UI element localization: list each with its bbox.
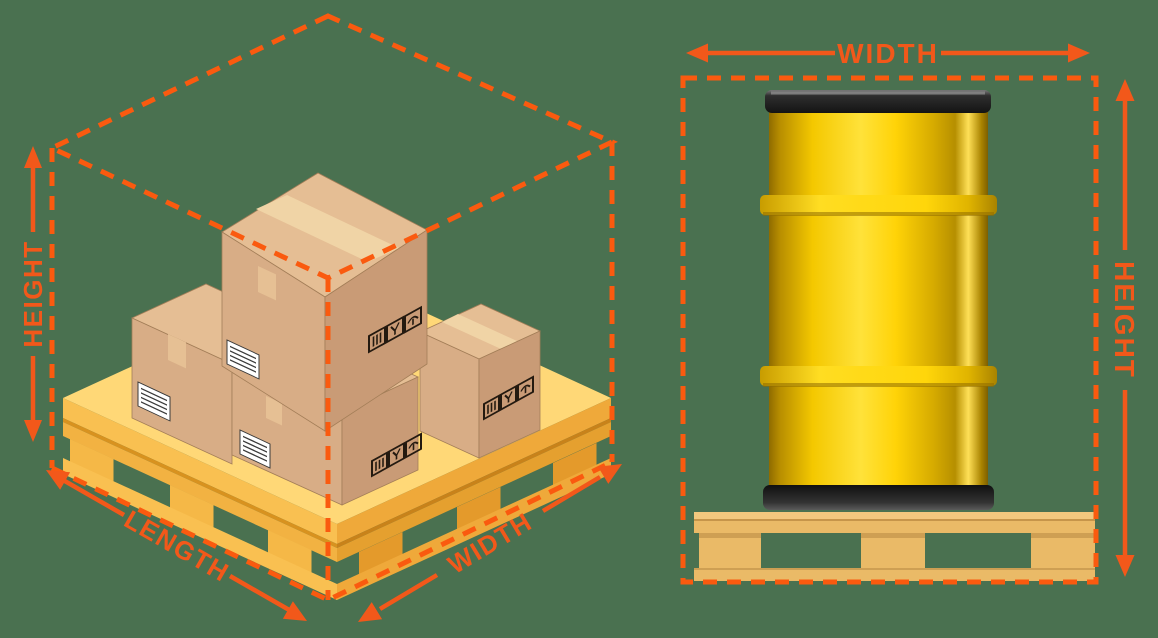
pallet-deck-front-right	[337, 398, 611, 544]
box-tape-tab	[168, 334, 186, 369]
pallet-block	[699, 533, 761, 568]
pallet-flat	[694, 512, 1095, 581]
pallet-block-shadow	[861, 533, 925, 538]
pallet-block	[1031, 533, 1095, 568]
box-tape-tab	[266, 396, 282, 426]
barrel-ring-upper	[760, 195, 997, 215]
pallet-block	[861, 533, 925, 568]
box-right-face	[324, 229, 428, 432]
shipping-label	[137, 381, 171, 422]
pallet-groove-left	[63, 418, 337, 548]
box-left-face	[131, 317, 233, 465]
arrowhead-downleft-icon	[358, 602, 383, 622]
box-stack	[131, 172, 541, 506]
pallet-block	[457, 487, 501, 531]
barrel-ring-lower-shadow	[763, 383, 994, 387]
barrel-cap-bottom	[763, 485, 994, 510]
pallet-board2-left	[63, 422, 337, 562]
pallet-deck-front-left	[63, 398, 337, 544]
shipping-label	[226, 339, 260, 380]
arrowhead-left-icon	[686, 43, 708, 63]
handling-icons	[368, 305, 422, 354]
width-dimension-right: WIDTH	[686, 38, 1090, 69]
arrowhead-upright-icon	[598, 464, 622, 484]
pallet-top-board-light	[694, 512, 1095, 519]
pallet-board2-right	[337, 422, 611, 562]
pallet-block	[359, 532, 403, 576]
arrowhead-right-icon	[1068, 43, 1090, 63]
height-label: HEIGHT	[1109, 261, 1140, 379]
bounding-box-dashed-iso	[46, 13, 618, 603]
height-label: HEIGHT	[18, 240, 48, 347]
left-illustration: HEIGHT LENGTH WIDTH	[18, 13, 622, 622]
pallet-skid-left	[63, 458, 337, 600]
arrowhead-up-icon	[1115, 79, 1135, 101]
pallet-block	[70, 439, 114, 483]
arrowhead-up-icon	[24, 146, 42, 168]
barrel-cap-top	[765, 90, 991, 113]
pallet-groove-right	[337, 418, 611, 548]
right-illustration: WIDTH HEIGHT	[680, 38, 1140, 585]
pallet-top-board	[694, 521, 1095, 533]
arrowhead-down-icon	[1115, 555, 1135, 577]
pallet-block-shadow	[1031, 533, 1095, 538]
width-label: WIDTH	[837, 38, 939, 69]
handling-icons	[371, 432, 422, 478]
arrowhead-downright-icon	[282, 601, 307, 621]
barrel-ring-lower	[760, 366, 997, 386]
box-right-face	[478, 330, 541, 459]
barrel-ring-upper-shadow	[763, 212, 994, 216]
height-dimension-left: HEIGHT	[18, 146, 48, 442]
pallet-block	[553, 443, 597, 487]
pallet-bottom-board-shadow	[694, 568, 1095, 570]
pallet-block	[268, 530, 312, 574]
pallet-block-shadow	[699, 533, 761, 538]
cardboard-box-top	[221, 172, 428, 432]
pallet-bottom-board	[694, 570, 1095, 581]
height-dimension-right: HEIGHT	[1109, 79, 1140, 577]
pallet-block	[170, 485, 214, 529]
arrowhead-upleft-icon	[46, 470, 71, 490]
cardboard-box-bottom-right	[419, 303, 541, 459]
box-tape-tab	[258, 266, 276, 301]
arrowhead-down-icon	[24, 420, 42, 442]
handling-icons	[483, 375, 534, 421]
shipping-label	[239, 429, 271, 469]
barrel	[760, 90, 997, 510]
barrel-body	[769, 111, 988, 489]
box-tape-stripe	[442, 314, 517, 349]
box-right-face	[341, 376, 419, 506]
dashed-bottom-edges	[50, 459, 614, 603]
box-tape-stripe	[256, 195, 399, 262]
pallet-top-board-gap	[694, 519, 1095, 521]
barrel-cap-top-highlight	[771, 91, 985, 95]
